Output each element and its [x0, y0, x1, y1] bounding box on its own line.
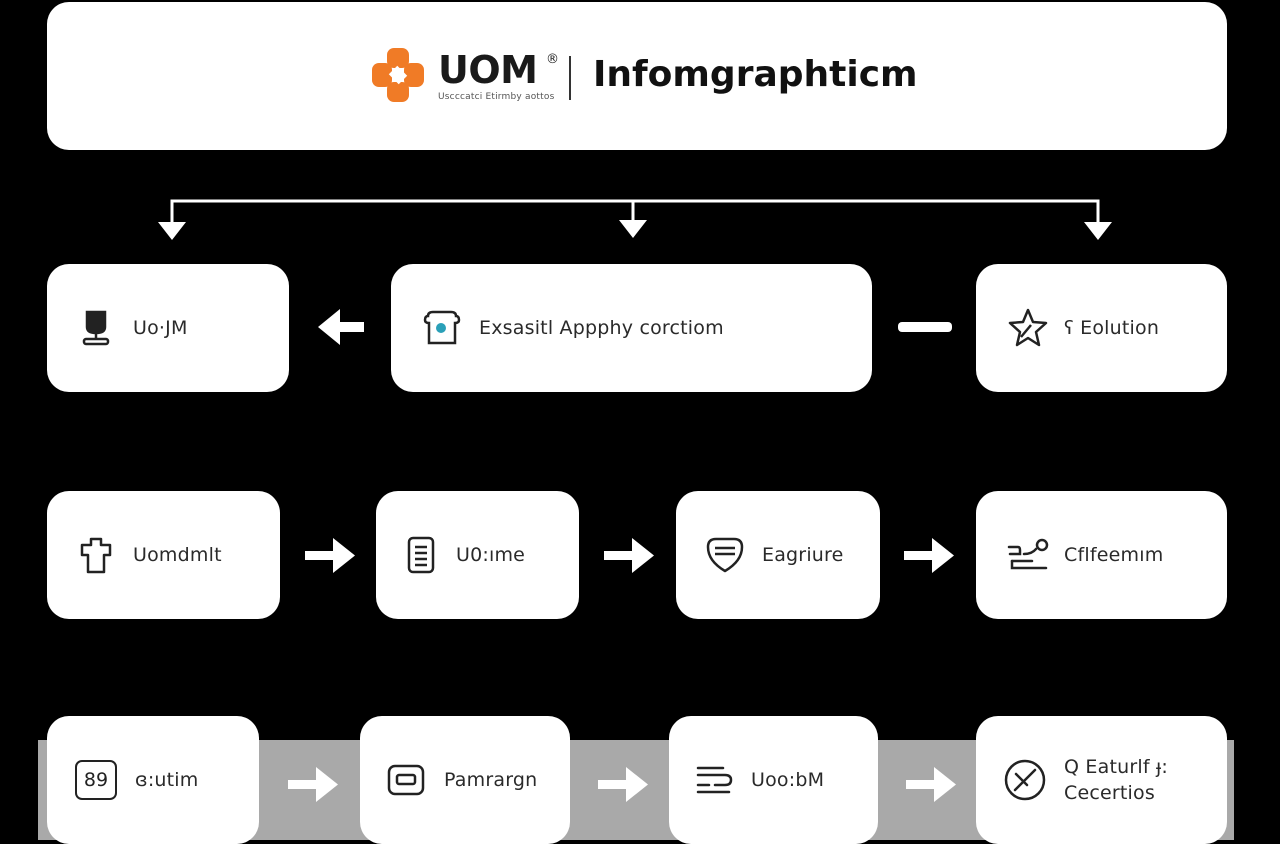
step-label: Uomdmlt: [133, 544, 222, 566]
page-title: Infomgraphticm: [593, 54, 918, 95]
step-label: ɞ:utim: [135, 769, 199, 791]
connector-dash: [898, 322, 952, 332]
step-label-line2: Cecertios: [1064, 782, 1155, 804]
compass-icon: [1002, 757, 1048, 803]
badge-icon: [704, 535, 746, 575]
step-card: Pamrargn: [360, 716, 570, 844]
right-arrow: [906, 767, 956, 802]
step-label: Uo·JM: [133, 317, 188, 339]
step-card: Exsasitl Appphy corctiom: [391, 264, 872, 392]
right-arrow: [604, 538, 654, 573]
step-card: 89 ɞ:utim: [47, 716, 259, 844]
right-arrow: [598, 767, 648, 802]
down-arrow-center: [619, 220, 647, 238]
star-icon: [1006, 307, 1050, 349]
step-card: U0:ıme: [376, 491, 579, 619]
step-label-multiline: Q Eaturlf ɟ: Cecertios: [1064, 754, 1168, 806]
step-label: Cflfeemım: [1064, 544, 1164, 566]
step-card: Eagriure: [676, 491, 880, 619]
brand-name: UOM: [438, 48, 538, 92]
distribution-line: [170, 199, 1100, 222]
left-arrow: [318, 309, 364, 345]
step-label: ʕ Eolution: [1064, 317, 1160, 339]
screen-icon: [386, 763, 426, 797]
brand-logo-icon: [370, 46, 426, 108]
shirt-icon: [77, 535, 115, 575]
step-card: ʕ Eolution: [976, 264, 1227, 392]
document-icon: [404, 535, 438, 575]
sign-icon: [1006, 537, 1050, 573]
step-label: U0:ıme: [456, 544, 526, 566]
lines-icon: [695, 763, 735, 797]
step-label-line1: Q Eaturlf ɟ:: [1064, 756, 1169, 778]
step-card: Uomdmlt: [47, 491, 280, 619]
step-card: Q Eaturlf ɟ: Cecertios: [976, 716, 1227, 844]
brand-tagline: Uscccatci Etirmby aottos: [438, 92, 555, 102]
header-panel: [47, 2, 1227, 150]
toaster-icon: [423, 310, 461, 346]
right-arrow: [904, 538, 954, 573]
step-card: Uoo:bM: [669, 716, 878, 844]
right-arrow: [288, 767, 338, 802]
step-label: Uoo:bM: [751, 769, 825, 791]
right-arrow: [305, 538, 355, 573]
brand-registered-mark: ®: [546, 52, 559, 67]
step-label: Exsasitl Appphy corctiom: [479, 317, 724, 339]
step-label: Eagriure: [762, 544, 844, 566]
step-card: Uo·JM: [47, 264, 289, 392]
calendar-icon: 89: [75, 760, 117, 800]
down-arrow-left: [158, 222, 186, 240]
header-divider: [569, 56, 571, 100]
step-card: Cflfeemım: [976, 491, 1227, 619]
step-label: Pamrargn: [444, 769, 538, 791]
cup-icon: [79, 309, 113, 347]
down-arrow-right: [1084, 222, 1112, 240]
